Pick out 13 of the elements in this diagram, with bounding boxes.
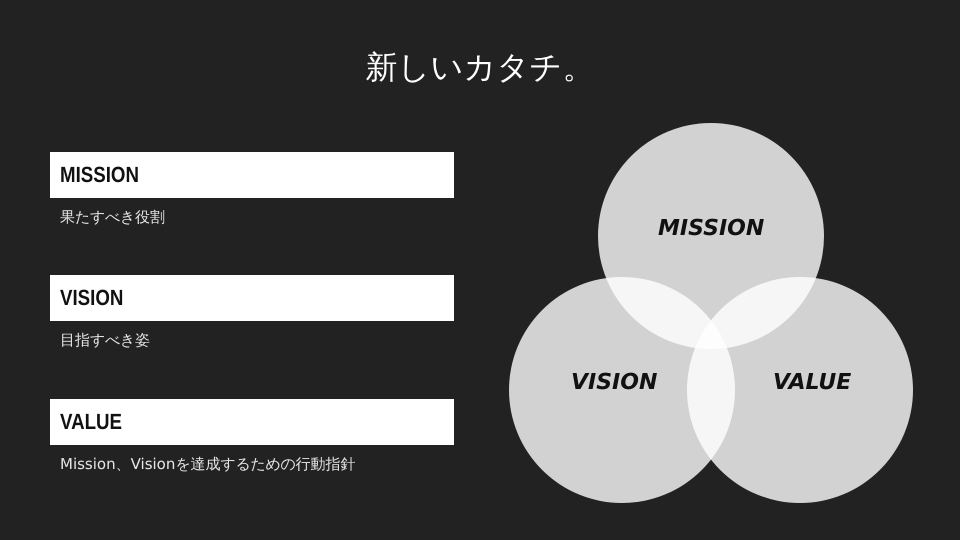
heading-text: VALUE: [60, 409, 122, 435]
description-text: 果たすべき役割: [60, 208, 165, 227]
heading-text: VISION: [60, 285, 124, 311]
circle-label: VISION: [571, 370, 658, 394]
circle-label: VALUE: [773, 370, 852, 394]
heading-bar: [50, 152, 454, 198]
description-text: Mission、Visionを達成するための行動指針: [60, 455, 356, 474]
heading-text: MISSION: [60, 162, 139, 188]
heading-bar: [50, 399, 454, 445]
description-text: 目指すべき姿: [60, 331, 150, 350]
heading-bar: [50, 275, 454, 321]
circle-label: MISSION: [658, 216, 764, 240]
slide-title: 新しいカタチ。: [364, 47, 596, 88]
